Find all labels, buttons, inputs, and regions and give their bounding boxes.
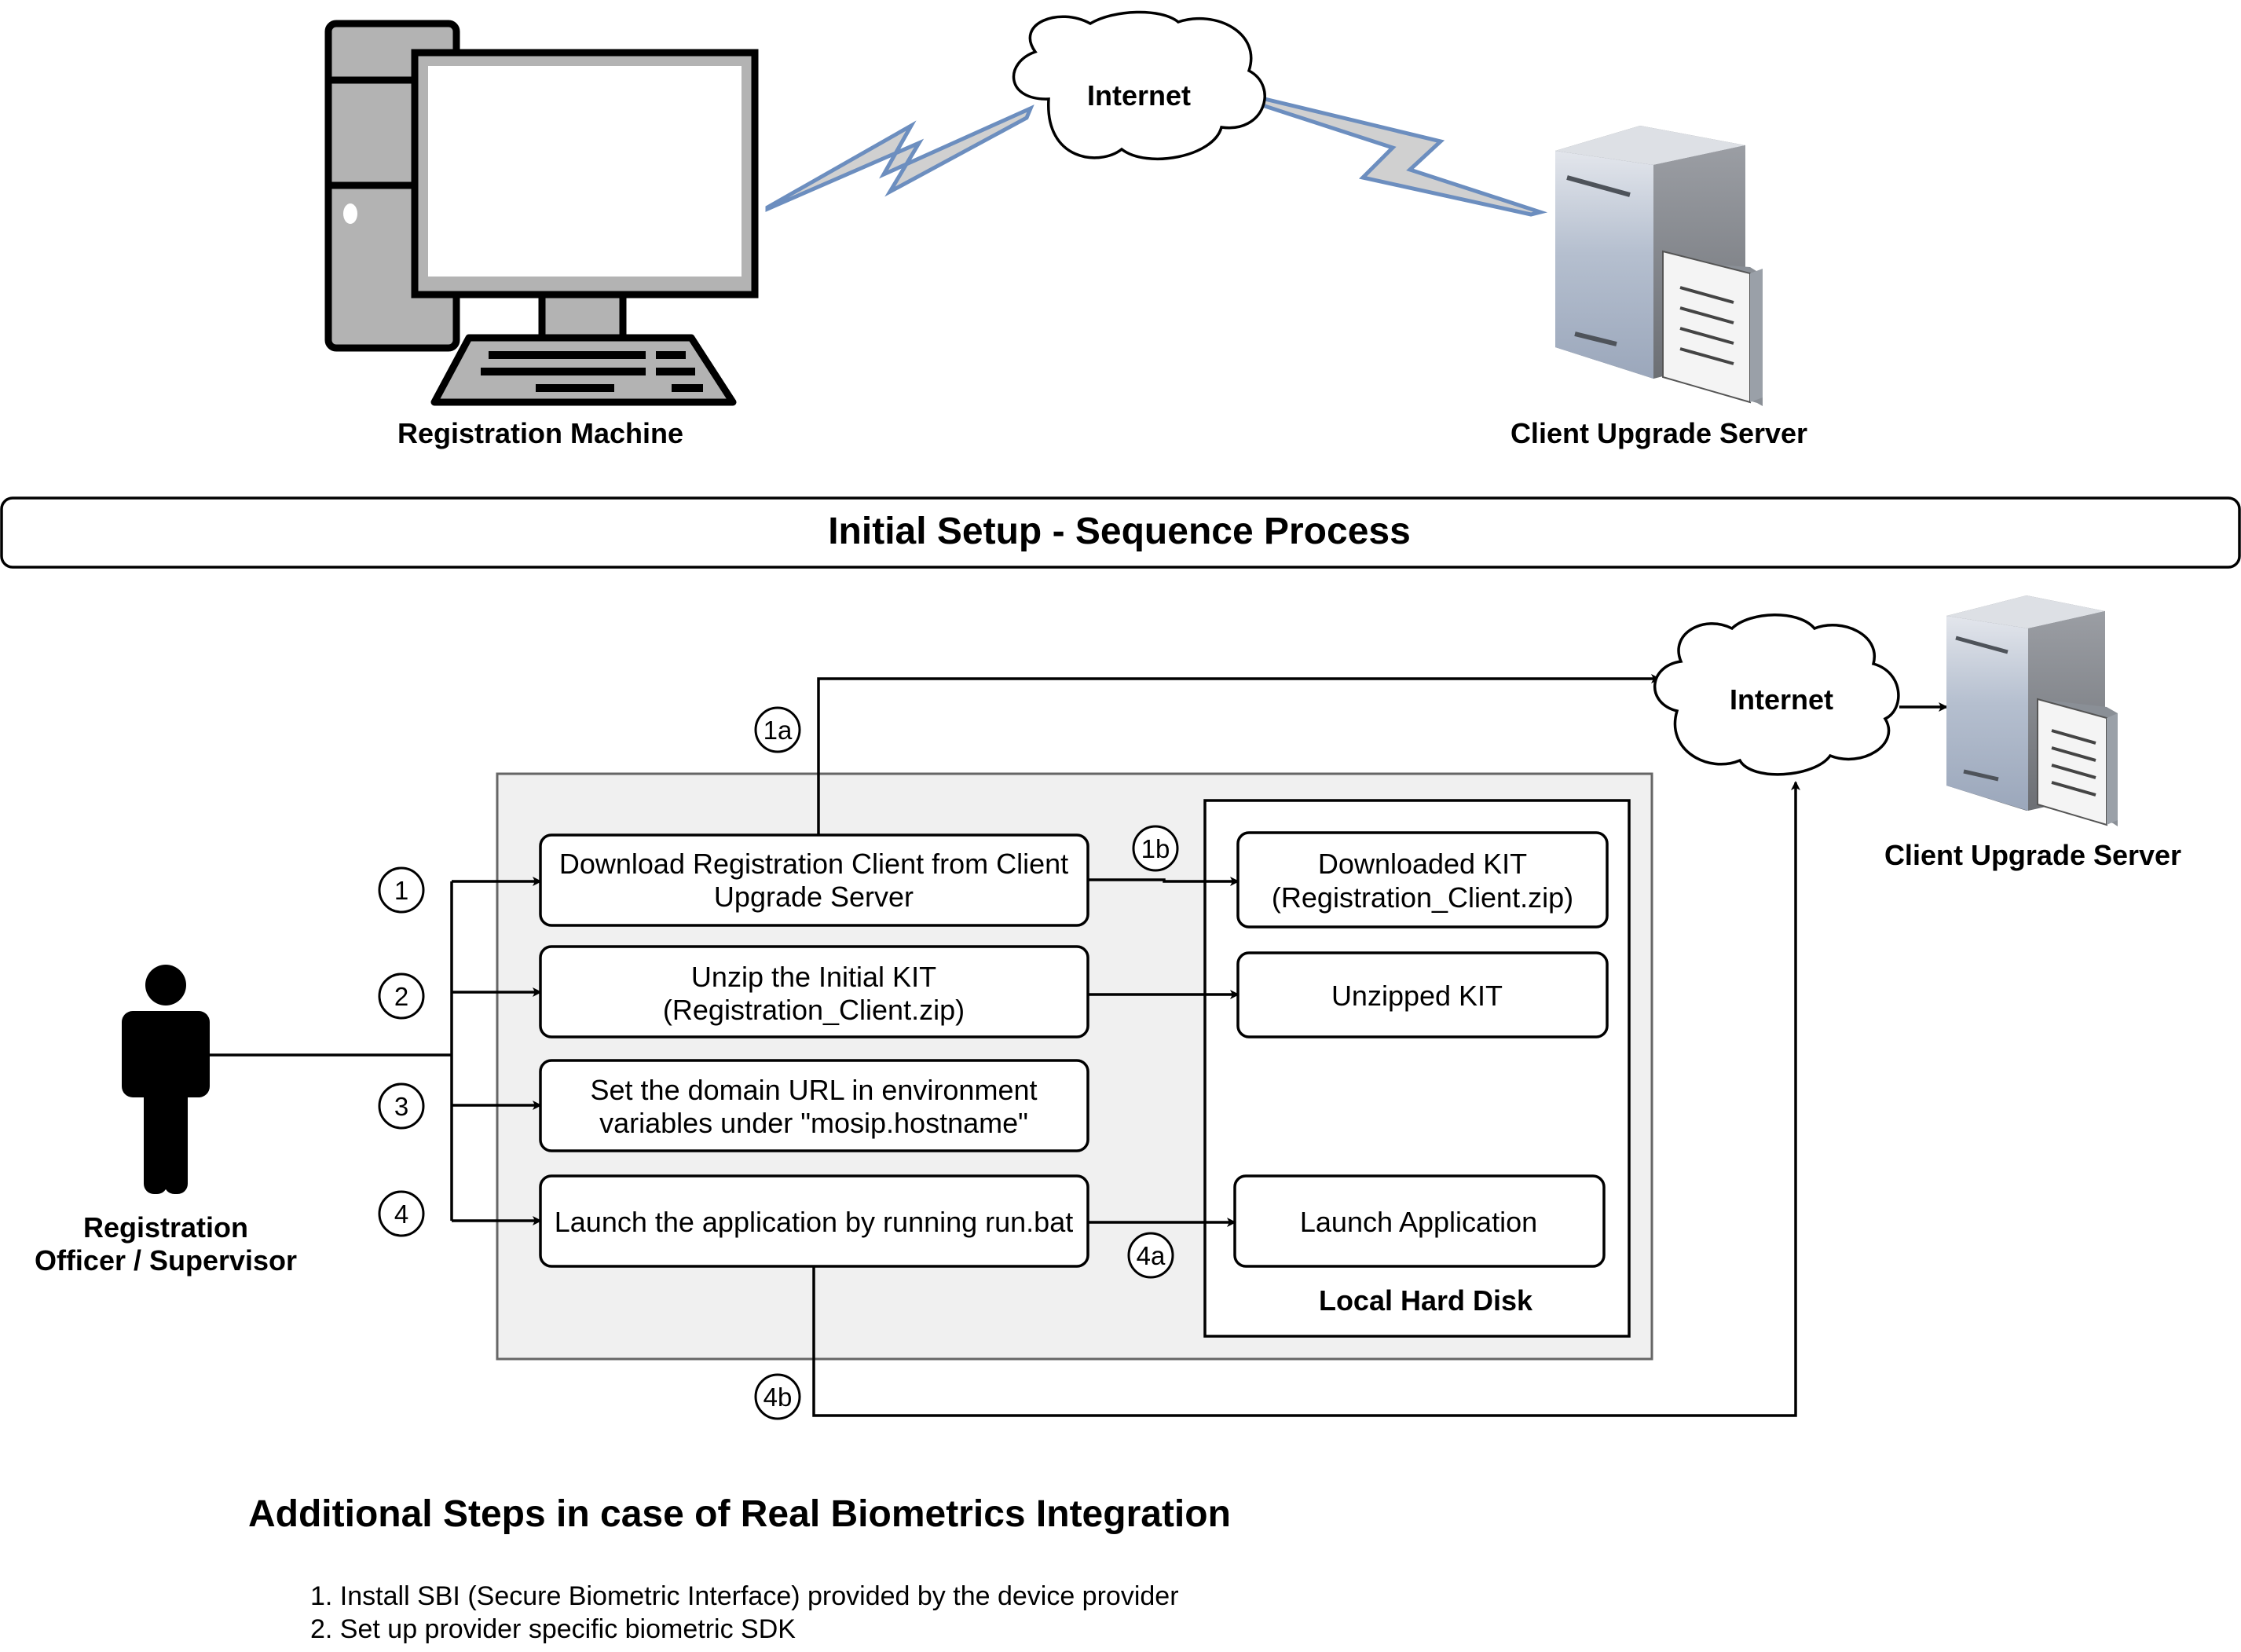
svg-text:Launch Application: Launch Application — [1300, 1206, 1537, 1238]
step-marker-3: 3 — [378, 1082, 425, 1130]
marker-1b: 1b — [1132, 825, 1179, 872]
marker-4a: 4a — [1127, 1232, 1174, 1279]
marker-1a: 1a — [754, 706, 801, 753]
arrow-4b — [812, 781, 1800, 1417]
local-hard-disk-title: Local Hard Disk — [1319, 1284, 1533, 1317]
step-marker-1: 1 — [378, 866, 425, 914]
svg-text:variables under "mosip.hostnam: variables under "mosip.hostname" — [599, 1107, 1028, 1139]
disk-item-downloaded-kit: Downloaded KIT (Registration_Client.zip) — [1236, 831, 1609, 929]
banner-title: Initial Setup - Sequence Process — [828, 511, 1411, 552]
client-upgrade-server-icon-right — [1946, 595, 2118, 826]
svg-text:1: 1 — [394, 876, 408, 905]
svg-text:2: 2 — [394, 982, 408, 1011]
svg-text:Upgrade Server: Upgrade Server — [714, 881, 914, 913]
svg-text:4: 4 — [394, 1200, 408, 1229]
arrow-1b — [1088, 877, 1240, 886]
disk-item-launch-application: Launch Application — [1233, 1174, 1606, 1268]
svg-text:4a: 4a — [1137, 1241, 1166, 1270]
additional-step-2: 2. Set up provider specific biometric SD… — [310, 1614, 796, 1644]
internet-cloud-right — [1653, 614, 1900, 776]
sequence-banner — [0, 496, 2241, 569]
marker-4b: 4b — [754, 1373, 801, 1420]
registration-machine-label: Registration Machine — [397, 417, 683, 449]
svg-text:1a: 1a — [763, 716, 793, 745]
svg-text:Unzipped KIT: Unzipped KIT — [1331, 980, 1503, 1012]
disk-item-unzipped-kit: Unzipped KIT — [1236, 951, 1609, 1038]
svg-text:4b: 4b — [763, 1383, 793, 1412]
client-upgrade-server-icon — [1555, 126, 1763, 406]
svg-text:Set the domain URL in environm: Set the domain URL in environment — [591, 1074, 1038, 1106]
svg-text:(Registration_Client.zip): (Registration_Client.zip) — [663, 994, 965, 1026]
registration-machine-icon — [324, 20, 759, 406]
client-upgrade-server-label-top: Client Upgrade Server — [1510, 417, 1807, 449]
internet-label-top: Internet — [1087, 79, 1191, 112]
svg-text:Launch the application by runn: Launch the application by running run.ba… — [555, 1206, 1073, 1238]
wireless-link-left — [765, 104, 1034, 212]
step-marker-4: 4 — [378, 1190, 425, 1237]
actor-label-line1: Registration — [83, 1211, 248, 1244]
additional-step-1: 1. Install SBI (Secure Biometric Interfa… — [310, 1581, 1179, 1611]
svg-text:Unzip the Initial KIT: Unzip the Initial KIT — [691, 961, 936, 993]
svg-text:Downloaded KIT: Downloaded KIT — [1318, 848, 1527, 880]
step-marker-2: 2 — [378, 973, 425, 1020]
svg-text:1b: 1b — [1141, 834, 1170, 863]
wireless-link-right — [1258, 95, 1548, 217]
step-box-set-domain-url: Set the domain URL in environment variab… — [539, 1059, 1089, 1152]
svg-text:3: 3 — [394, 1092, 408, 1121]
step-box-launch: Launch the application by running run.ba… — [539, 1174, 1089, 1268]
svg-text:(Registration_Client.zip): (Registration_Client.zip) — [1272, 881, 1573, 914]
internet-label-right: Internet — [1730, 683, 1833, 716]
arrow-1a — [817, 674, 1661, 835]
actor-label-line2: Officer / Supervisor — [35, 1244, 297, 1277]
registration-officer-icon — [122, 965, 210, 1194]
step-box-unzip: Unzip the Initial KIT (Registration_Clie… — [539, 945, 1089, 1038]
client-upgrade-server-label-right: Client Upgrade Server — [1884, 839, 2181, 871]
internet-cloud-top — [1012, 10, 1266, 160]
svg-text:Download Registration Client f: Download Registration Client from Client — [559, 848, 1068, 880]
additional-steps-title: Additional Steps in case of Real Biometr… — [248, 1493, 1231, 1535]
step-box-download: Download Registration Client from Client… — [539, 833, 1089, 927]
